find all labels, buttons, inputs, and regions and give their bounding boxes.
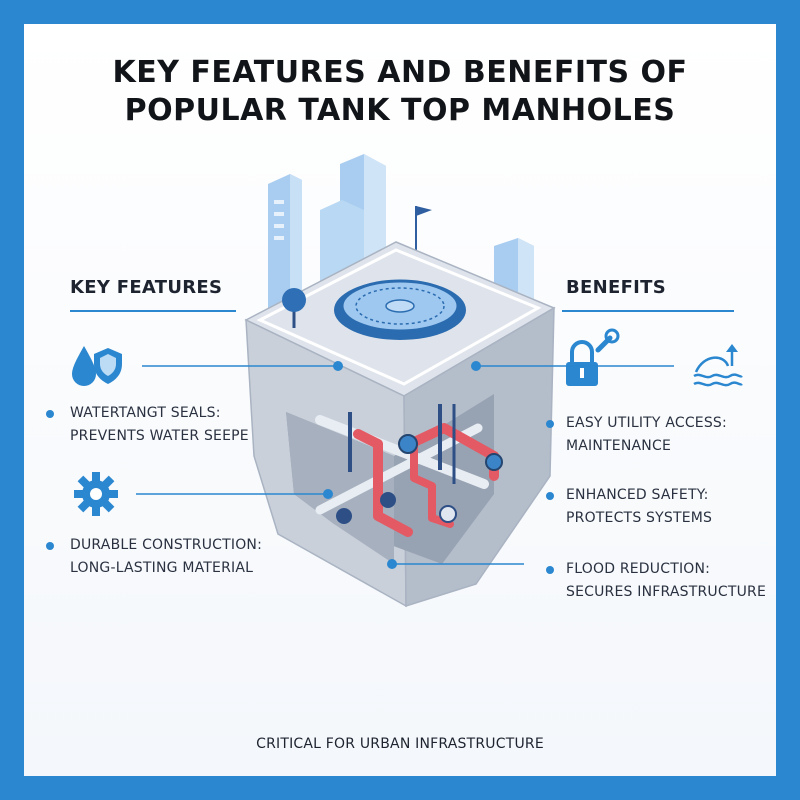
manhole-cover [334,279,466,340]
feature-item-1-subtitle: PREVENTS WATER SEEPE [70,428,249,444]
benefits-heading: BENEFITS [566,277,667,298]
infographic-frame: KEY FEATURES AND BENEFITS OF POPULAR TAN… [24,24,776,776]
benefit-item-1-title: EASY UTILITY ACCESS: [566,415,727,431]
wave-arrow-icon [693,344,743,387]
benefit-item-3: FLOOD REDUCTION: SECURES INFRASTRUCTURE [566,558,766,604]
benefit-item-2-subtitle: PROTECTS SYSTEMS [566,510,713,526]
feature-item-2: DURABLE CONSTRUCTION: LONG-LASTING MATER… [70,534,262,580]
benefit-bullet-1 [546,420,554,428]
feature-bullet-2 [46,542,54,550]
manhole-illustration [72,154,743,608]
benefit-item-2: ENHANCED SAFETY: PROTECTS SYSTEMS [566,484,712,530]
footer-caption: CRITICAL FOR URBAN INFRASTRUCTURE [256,736,544,752]
feature-item-2-subtitle: LONG-LASTING MATERIAL [70,560,254,576]
tank-block [244,241,556,608]
page-title: KEY FEATURES AND BENEFITS OF POPULAR TAN… [24,54,776,130]
tree-icon [282,288,306,328]
gear-icon [74,472,118,516]
benefit-item-2-title: ENHANCED SAFETY: [566,487,709,503]
city-buildings [268,154,534,314]
features-heading: KEY FEATURES [70,277,223,298]
connector-lines [136,361,674,569]
benefit-bullet-2 [546,492,554,500]
benefit-item-1-subtitle: MAINTENANCE [566,438,671,454]
title-line-1: KEY FEATURES AND BENEFITS OF [112,55,688,90]
benefit-bullet-3 [546,566,554,574]
title-line-2: POPULAR TANK TOP MANHOLES [124,93,676,128]
feature-bullet-1 [46,410,54,418]
features-heading-rule [70,310,236,312]
benefits-heading-rule [562,310,734,312]
benefit-item-1: EASY UTILITY ACCESS: MAINTENANCE [566,412,727,458]
feature-item-1: WATERTANGT SEALS: PREVENTS WATER SEEPE [70,402,249,448]
benefit-item-3-title: FLOOD REDUCTION: [566,561,711,577]
feature-item-1-title: WATERTANGT SEALS: [70,405,221,421]
water-drop-shield-icon [72,346,122,386]
padlock-wrench-icon [566,328,620,386]
benefit-item-3-subtitle: SECURES INFRASTRUCTURE [566,584,767,600]
feature-item-2-title: DURABLE CONSTRUCTION: [70,537,263,553]
